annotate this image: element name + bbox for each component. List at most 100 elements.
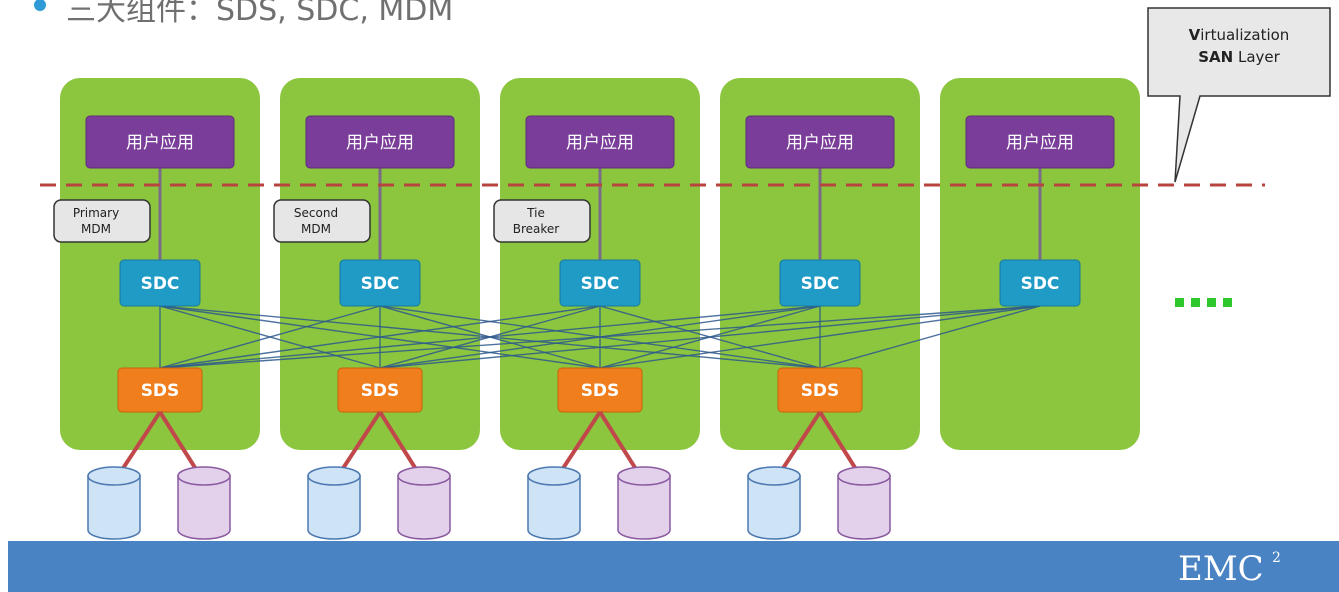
callout-line2: SAN Layer [1198,48,1280,66]
emc-logo: EMC [1178,549,1264,589]
footer-bar: EMC 2 [8,541,1339,592]
mdm-tag-line2: Breaker [513,222,560,236]
mdm-tag-rect [273,199,371,243]
disk-body [397,475,451,540]
sdc-sds-link [379,305,1041,369]
disk-top [837,466,891,486]
sds-box: SDS [557,367,643,413]
sdc-label: SDC [581,274,620,294]
virtualization-callout: Virtualization SAN Layer [1147,7,1331,183]
sds-label: SDS [801,381,840,401]
sdc-sds-link [819,305,1041,369]
sds-box: SDS [337,367,423,413]
sdc-sds-link [159,305,821,369]
disk-top [747,466,801,486]
callout-line1: Virtualization [1189,26,1290,44]
user-app-label: 用户应用 [346,133,414,153]
disk-blue-icon [87,466,141,540]
sds-label: SDS [581,381,620,401]
sdc-sds-link [159,305,601,369]
disk-body [87,475,141,540]
disk-blue-icon [527,466,581,540]
user-app-label: 用户应用 [126,133,194,153]
sds-box: SDS [777,367,863,413]
disk-blue-icon [307,466,361,540]
sdc-sds-link [599,305,1041,369]
emc-logo-superscript: 2 [1272,550,1281,566]
storage-disks [87,410,891,540]
disk-body [747,475,801,540]
user-app-rect [525,115,675,169]
disk-top [527,466,581,486]
more-dot [1175,298,1184,307]
disk-body [527,475,581,540]
user-app-label: 用户应用 [566,133,634,153]
disk-purple-icon [177,466,231,540]
user-app-rect [965,115,1115,169]
sdc-label: SDC [141,274,180,294]
sdc-rect [779,259,861,307]
sdc-sds-link [159,305,1041,369]
sdc-box: SDC [779,259,861,307]
disk-purple-icon [397,466,451,540]
sdc-box: SDC [559,259,641,307]
sdc-rect [559,259,641,307]
slide-heading: 三大组件：SDS, SDC, MDM [34,0,453,28]
mdm-tag-line1: Primary [73,206,119,220]
user-app-box: 用户应用 [85,115,235,169]
sdc-rect [339,259,421,307]
sdc-box: SDC [999,259,1081,307]
sds-box: SDS [117,367,203,413]
mdm-tag-line2: MDM [301,222,331,236]
disk-top [177,466,231,486]
mdm-tag-line1: Second [294,206,338,220]
sdc-box: SDC [119,259,201,307]
sdc-box: SDC [339,259,421,307]
sdc-rect [119,259,201,307]
footer-background [8,541,1339,592]
user-app-rect [305,115,455,169]
sdc-sds-mesh [159,305,1041,369]
user-app-box: 用户应用 [305,115,455,169]
mdm-tag-line1: Tie [526,206,545,220]
heading-text: 三大组件：SDS, SDC, MDM [66,0,453,28]
disk-top [397,466,451,486]
sdc-label: SDC [801,274,840,294]
bullet-icon [34,0,46,11]
more-dot [1207,298,1216,307]
app-sdc-stems [158,168,1042,260]
user-app-rect [745,115,895,169]
user-app-box: 用户应用 [965,115,1115,169]
disk-top [307,466,361,486]
sdc-label: SDC [1021,274,1060,294]
disk-body [617,475,671,540]
user-app-box: 用户应用 [745,115,895,169]
sdc-sds-link [159,305,381,369]
disk-purple-icon [617,466,671,540]
disk-top [87,466,141,486]
user-app-label: 用户应用 [1006,133,1074,153]
mdm-tag-rect [53,199,151,243]
disk-top [617,466,671,486]
disk-body [177,475,231,540]
disk-body [307,475,361,540]
user-app-rect [85,115,235,169]
disk-purple-icon [837,466,891,540]
callout-bubble [1147,7,1331,183]
sds-label: SDS [361,381,400,401]
disk-body [837,475,891,540]
user-app-label: 用户应用 [786,133,854,153]
more-dot [1223,298,1232,307]
more-dot [1191,298,1200,307]
sds-label: SDS [141,381,180,401]
mdm-tag-line2: MDM [81,222,111,236]
disk-blue-icon [747,466,801,540]
mdm-tag-rect [493,199,591,243]
sdc-rect [999,259,1081,307]
